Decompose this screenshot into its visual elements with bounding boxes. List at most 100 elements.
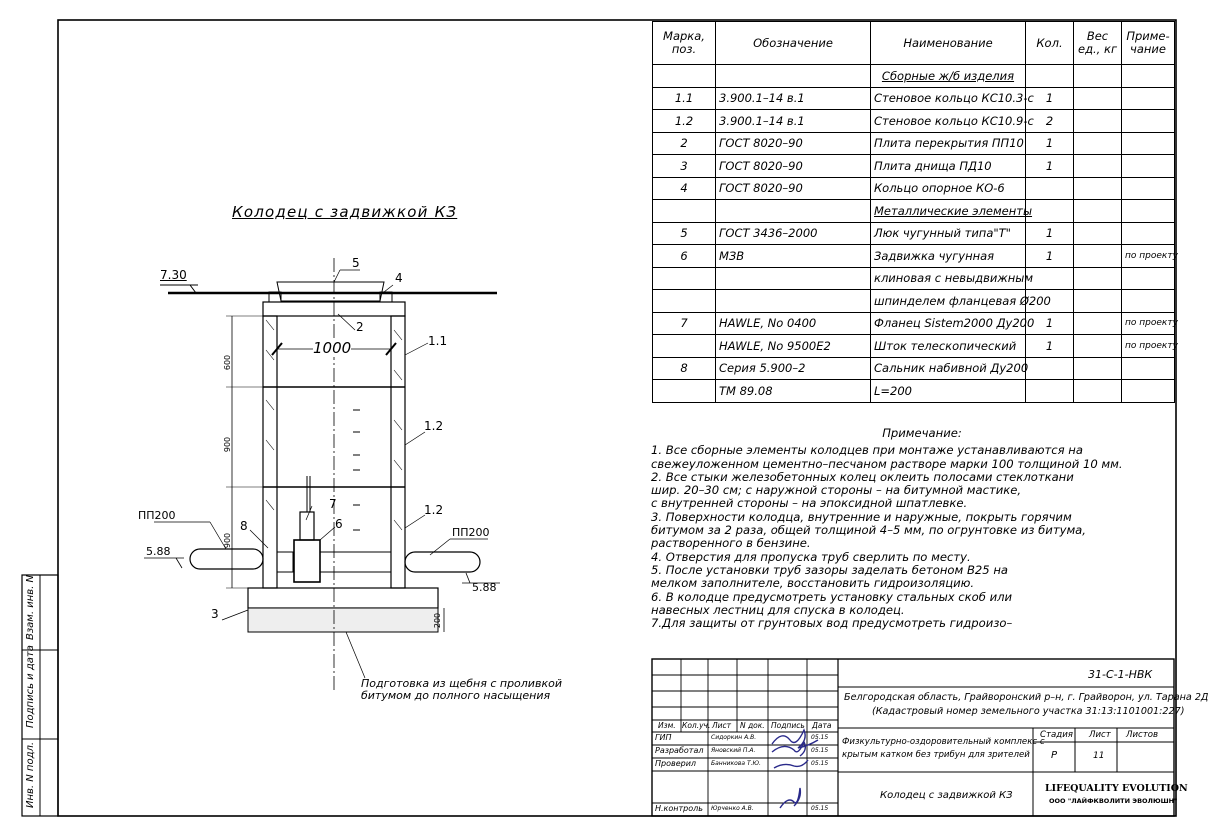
base-note-line2: битумом до полного насыщения	[361, 689, 551, 702]
spec-cell-pos	[652, 199, 716, 223]
notes-line: битумом за 2 раза, общей толщиной 4–5 мм…	[651, 523, 1086, 538]
spec-cell-weight	[1073, 244, 1122, 268]
company-name: LIFEQUALITY EVOLUTION	[1045, 783, 1188, 794]
spec-cell-designation: 3.900.1–14 в.1	[715, 86, 871, 110]
stage-value: Р	[1051, 750, 1058, 761]
spec-cell-note	[1121, 154, 1175, 178]
spec-cell-qty	[1025, 199, 1074, 223]
spec-cell-name: Фланец Sistem2000 Ду200	[870, 311, 1034, 335]
drawing-name: Колодец с задвижкой КЗ	[880, 790, 1013, 801]
spec-row: шпинделем фланцевая Ø200	[652, 289, 1175, 313]
spec-cell-name: Плита перекрытия ПП10	[870, 131, 1026, 155]
spec-cell-name: Стеновое кольцо КС10.9-с	[870, 109, 1034, 133]
callout-7: 7	[329, 497, 337, 511]
title-block-grid	[651, 658, 1175, 817]
spec-cell-weight	[1073, 334, 1122, 358]
spec-cell-qty: 1	[1025, 154, 1074, 178]
spec-cell-note	[1121, 356, 1175, 380]
spec-cell-weight	[1073, 221, 1122, 245]
drawing-title: Колодец с задвижкой КЗ	[232, 203, 458, 221]
spec-cell-weight	[1073, 109, 1122, 133]
spec-cell-name: Плита днища ПД10	[870, 154, 1026, 178]
spec-row: Сборные ж/б изделия	[652, 64, 1175, 88]
name-nkontrol: Юрченко А.В.	[711, 805, 754, 812]
header-note: Приме- чание	[1121, 21, 1175, 65]
spec-cell-qty: 1	[1025, 334, 1074, 358]
spec-cell-pos: 1.1	[652, 86, 716, 110]
spec-cell-qty: 1	[1025, 244, 1074, 268]
title-block: 31-С-1-НВК Белгородская область, Грайвор…	[652, 659, 1208, 813]
spec-cell-name: клиновая с невыдвижным	[870, 266, 1033, 290]
name-dev: Яновский П.А.	[711, 747, 756, 754]
stamp-inv-orig: Инв. N подл.	[25, 741, 36, 808]
pipe-right-label: ПП200	[452, 526, 490, 539]
notes-title: Примечание:	[882, 426, 962, 440]
spec-cell-qty	[1025, 379, 1074, 403]
col-list: Лист	[712, 721, 732, 730]
notes-line: мелком заполнителе, восстановить гидроиз…	[651, 576, 975, 591]
callout-1-2b: 1.2	[424, 503, 444, 517]
spec-cell-pos: 1.2	[652, 109, 716, 133]
col-podpis: Подпись	[771, 721, 805, 730]
header-designation: Обозначение	[715, 21, 871, 65]
spec-cell-note	[1121, 176, 1175, 200]
spec-cell-pos: 2	[652, 131, 716, 155]
callout-1-2a: 1.2	[424, 419, 444, 433]
spec-cell-qty	[1025, 356, 1074, 380]
stamp-replace-inv: Взам. инв. N	[25, 575, 36, 640]
spec-cell-name: Стеновое кольцо КС10.3-с	[870, 86, 1034, 110]
spec-cell-name: Кольцо опорное КО-6	[870, 176, 1026, 200]
callout-5: 5	[352, 256, 360, 270]
role-check: Проверил	[655, 759, 697, 768]
object-line1: Физкультурно-оздоровительный комплекс с	[842, 737, 1045, 747]
callout-8: 8	[240, 519, 248, 533]
spec-cell-qty: 1	[1025, 221, 1074, 245]
spec-cell-designation: ГОСТ 8020–90	[715, 131, 871, 155]
spec-cell-note	[1121, 86, 1175, 110]
spec-cell-weight	[1073, 176, 1122, 200]
col-ndok: N док.	[740, 721, 765, 730]
spec-cell-name: Металлические элементы	[870, 199, 1032, 223]
col-koluch: Кол.уч.	[682, 721, 711, 730]
spec-cell-pos: 7	[652, 311, 716, 335]
spec-cell-pos	[652, 64, 716, 88]
spec-cell-qty	[1025, 176, 1074, 200]
notes-line: шир. 20–30 см; с наружной стороны – на б…	[651, 483, 1022, 498]
spec-cell-pos	[652, 289, 716, 313]
header-name: Наименование	[870, 21, 1026, 65]
spec-cell-name: Шток телескопический	[870, 334, 1026, 358]
spec-cell-weight	[1073, 131, 1122, 155]
spec-cell-pos: 6	[652, 244, 716, 268]
role-nkontrol: Н.контроль	[655, 804, 703, 813]
notes-line: с внутренней стороны – на эпоксидной шпа…	[651, 496, 968, 511]
spec-cell-pos: 5	[652, 221, 716, 245]
dim-200: 200	[433, 612, 443, 629]
spec-cell-designation: HAWLE, No 0400	[715, 311, 871, 335]
spec-cell-weight	[1073, 289, 1122, 313]
specification-table: Марка, поз. Обозначение Наименование Кол…	[652, 21, 1178, 403]
header-weight: Вес ед., кг	[1073, 21, 1122, 65]
spec-cell-qty: 2	[1025, 109, 1074, 133]
date-check: 05.15	[811, 760, 829, 767]
spec-cell-pos	[652, 379, 716, 403]
spec-cell-note	[1121, 199, 1175, 223]
notes-line: 3. Поверхности колодца, внутренние и нар…	[651, 509, 1072, 524]
signatures	[771, 728, 819, 809]
name-check: Банникова Т.Ю.	[711, 760, 761, 767]
object-line2: крытым катком без трибун для зрителей	[842, 750, 1030, 760]
spec-cell-note	[1121, 64, 1175, 88]
date-gip: 05.15	[811, 734, 829, 741]
spec-cell-pos: 4	[652, 176, 716, 200]
address-line2: (Кадастровый номер земельного участка 31…	[872, 706, 1185, 717]
stage-label: Стадия	[1040, 730, 1073, 740]
spec-cell-weight	[1073, 266, 1122, 290]
spec-cell-note: по проекту	[1121, 334, 1178, 358]
spec-cell-name: Сальник набивной Ду200	[870, 356, 1028, 380]
